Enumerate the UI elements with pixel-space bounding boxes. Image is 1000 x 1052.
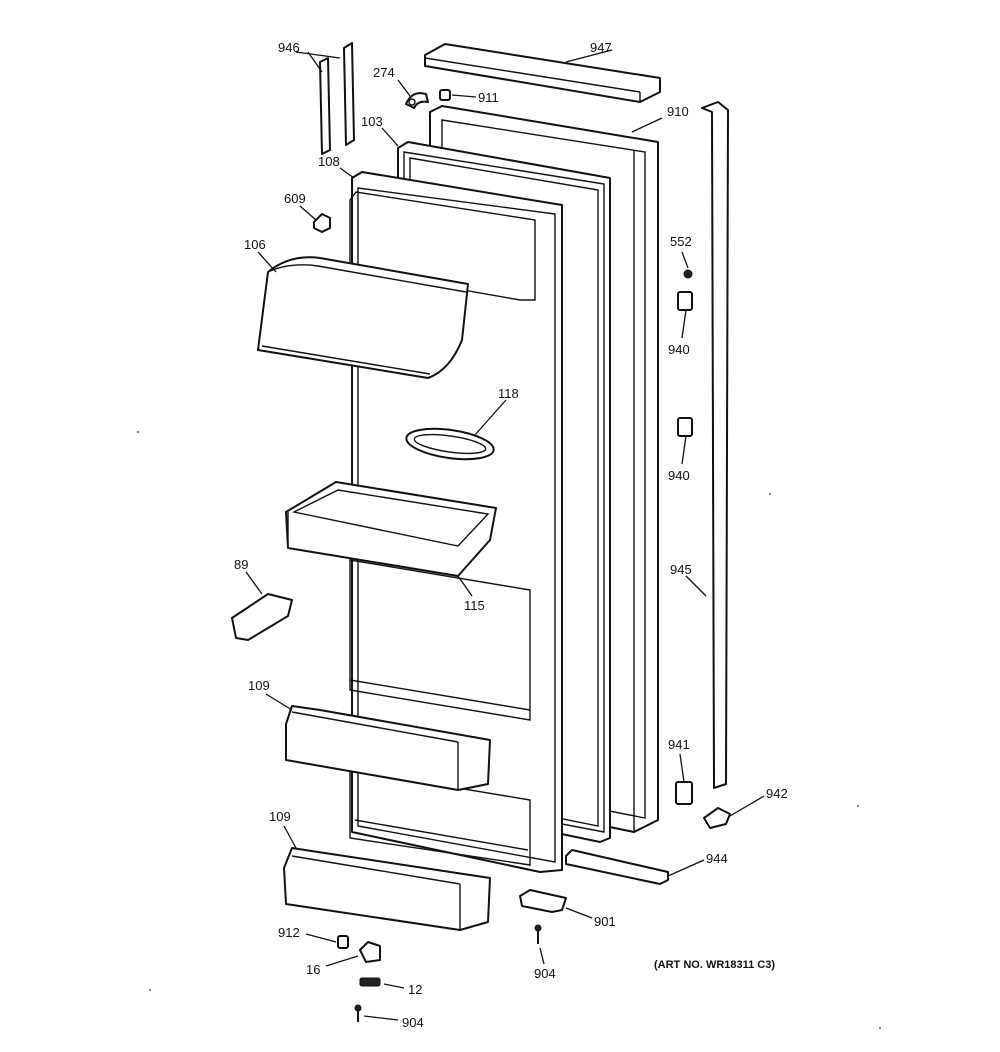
- part-904-screw-b: [354, 1004, 362, 1022]
- callout-118: 118: [498, 386, 519, 401]
- callout-106: 106: [244, 237, 266, 252]
- callout-109-lower: 109: [269, 809, 291, 824]
- callout-904-b: 904: [402, 1015, 424, 1030]
- part-904-screw-a: [534, 924, 542, 944]
- callout-910: 910: [667, 104, 689, 119]
- part-274-hinge: [405, 92, 429, 109]
- callout-labels: 946 947 274 911 103 910 108 609 106 552 …: [234, 40, 788, 1030]
- callout-552: 552: [670, 234, 692, 249]
- leader-lines: [245, 49, 765, 1021]
- part-89-handle-cover: [231, 593, 293, 641]
- callout-609: 609: [284, 191, 306, 206]
- part-942-hinge-pin: [703, 807, 731, 829]
- art-number: (ART NO. WR18311 C3): [654, 959, 775, 971]
- callout-904-a: 904: [534, 966, 556, 981]
- part-16-cam: [359, 941, 381, 963]
- scan-specks: [137, 431, 881, 1029]
- part-946-trim-strips: [319, 42, 355, 155]
- part-106-dairy-compartment: [257, 256, 469, 379]
- callout-912: 912: [278, 925, 300, 940]
- part-609-clip: [313, 213, 331, 233]
- callout-89: 89: [234, 557, 248, 572]
- part-940-bracket-upper: [677, 291, 693, 311]
- part-944-bottom-trim: [565, 849, 669, 885]
- part-911-bushing: [439, 89, 451, 101]
- part-552-screw: [683, 269, 693, 279]
- part-947-door-cap: [424, 43, 661, 103]
- callout-941: 941: [668, 737, 690, 752]
- part-941-block: [675, 781, 693, 805]
- callout-911: 911: [478, 90, 499, 105]
- part-118-butter-dish: [405, 427, 495, 461]
- callout-940-lower: 940: [668, 468, 690, 483]
- callout-16: 16: [306, 962, 320, 977]
- callout-109-upper: 109: [248, 678, 270, 693]
- callout-944: 944: [706, 851, 728, 866]
- part-945-side-rail: [701, 101, 729, 789]
- part-109-upper-bin: [285, 705, 491, 791]
- callout-108: 108: [318, 154, 340, 169]
- callout-940-upper: 940: [668, 342, 690, 357]
- part-940-bracket-lower: [677, 417, 693, 437]
- callout-945: 945: [670, 562, 692, 577]
- callout-103: 103: [361, 114, 383, 129]
- callout-946: 946: [278, 40, 300, 55]
- callout-12: 12: [408, 982, 422, 997]
- part-901-cam: [519, 889, 567, 913]
- callout-901: 901: [594, 914, 616, 929]
- callout-947: 947: [590, 40, 612, 55]
- part-115-door-bin: [285, 481, 497, 577]
- part-109-lower-bin: [283, 847, 491, 931]
- callout-274: 274: [373, 65, 395, 80]
- callout-942: 942: [766, 786, 788, 801]
- callout-115: 115: [464, 598, 485, 613]
- part-12-pin: [359, 977, 381, 987]
- part-912-bushing: [337, 935, 349, 949]
